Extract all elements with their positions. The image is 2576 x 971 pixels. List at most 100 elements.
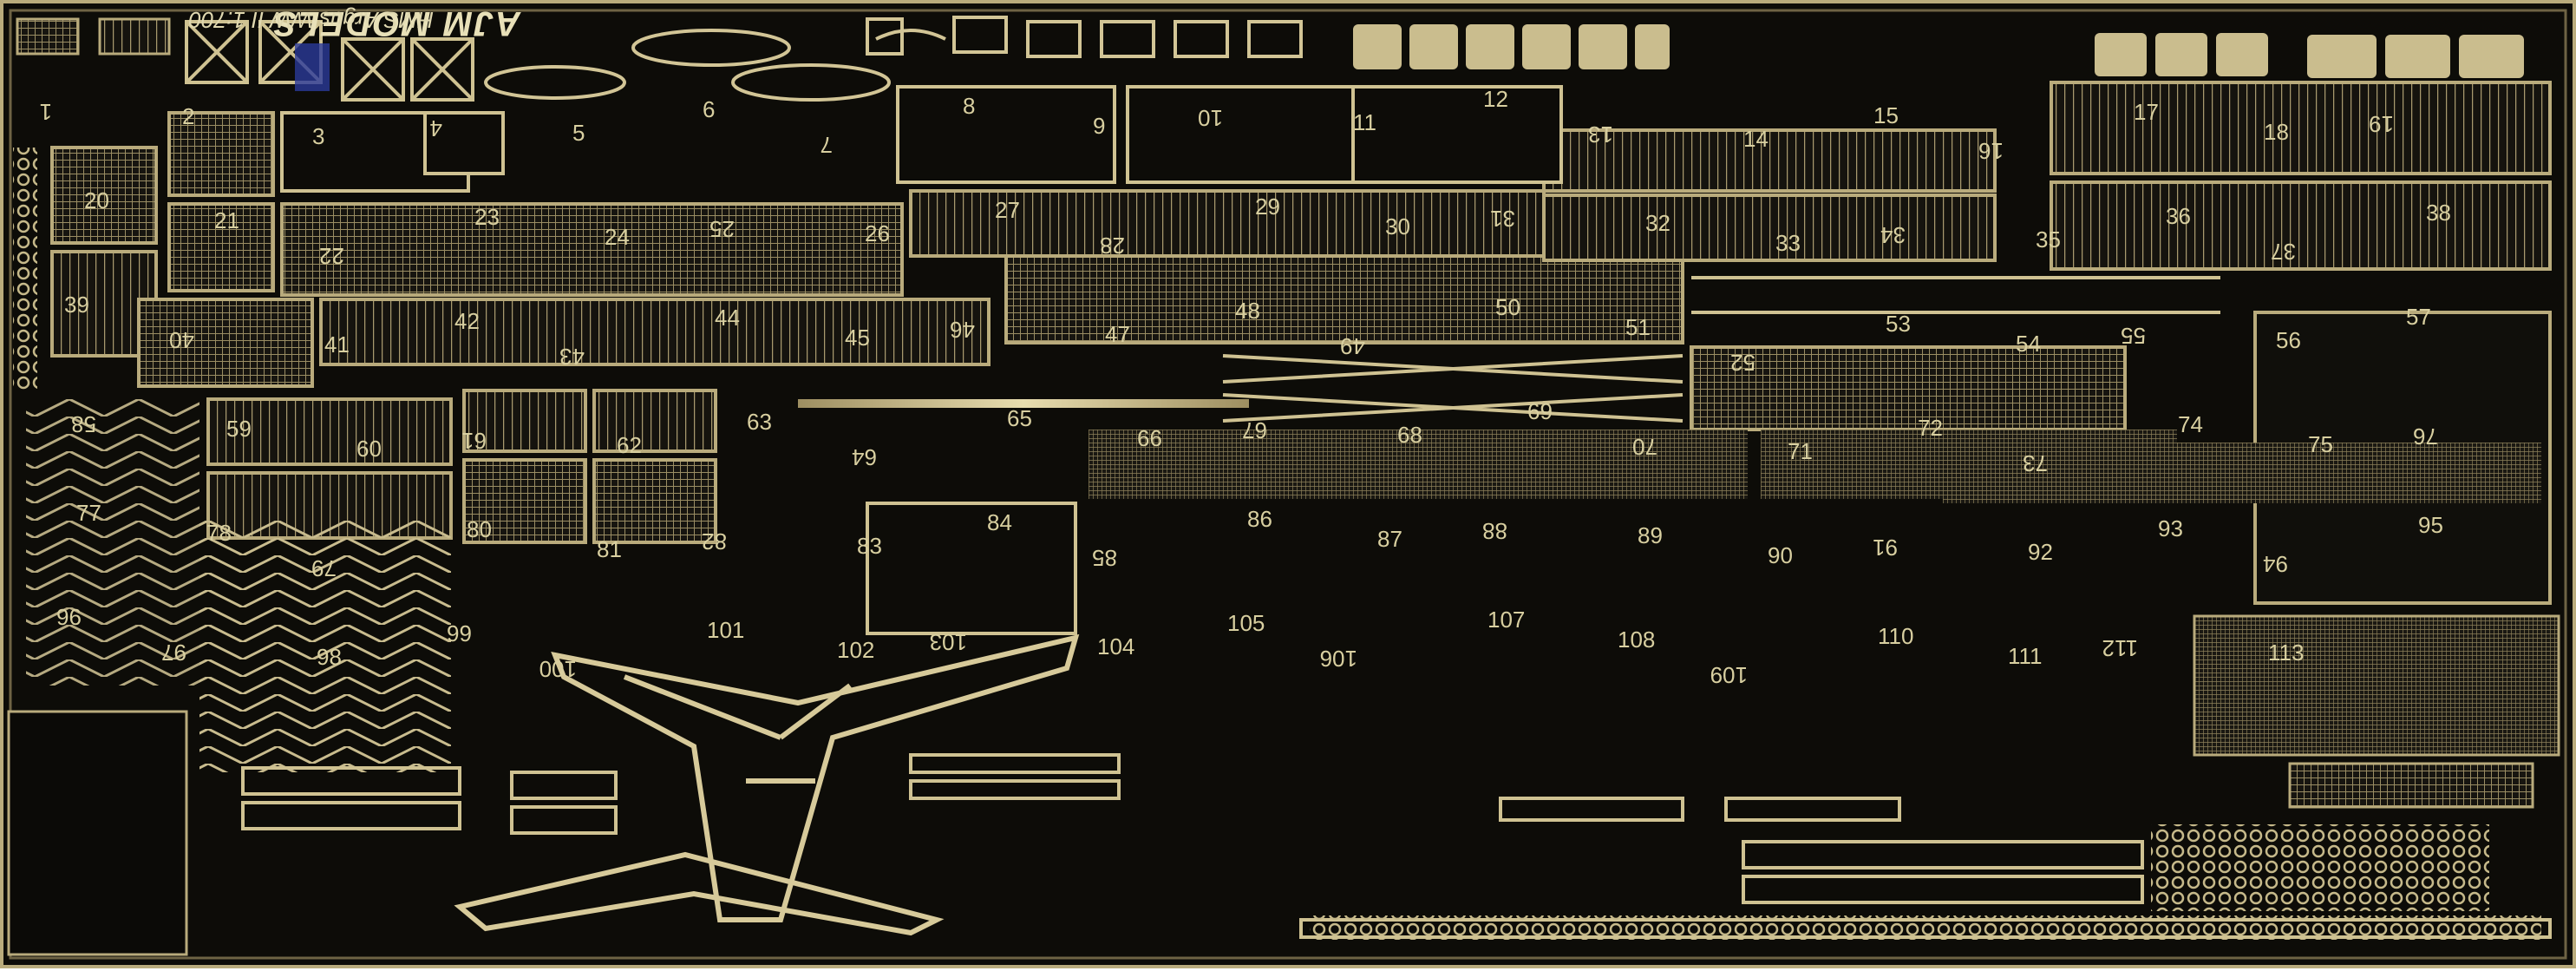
part-number-59: 59 (226, 416, 252, 442)
part-number-113: 113 (2268, 640, 2304, 666)
part-number-89: 89 (1638, 522, 1663, 548)
part-number-44: 44 (715, 305, 740, 331)
crane-frames (26, 399, 199, 686)
part-number-81: 81 (597, 536, 622, 562)
part-number-4: 4 (430, 115, 442, 141)
part-number-18: 18 (2264, 119, 2289, 145)
part-number-42: 42 (454, 308, 480, 334)
part-number-49: 49 (1340, 333, 1365, 359)
subtitle-text: HMS Argus WW II 1:700 (188, 7, 434, 33)
part-number-52: 52 (1730, 350, 1755, 376)
part-number-103: 103 (930, 629, 967, 655)
part-number-14: 14 (1743, 126, 1769, 152)
part-number-21: 21 (214, 207, 239, 233)
part-number-104: 104 (1097, 633, 1134, 659)
top-row-panels (1353, 24, 1670, 69)
part-number-67: 67 (1242, 417, 1267, 443)
part-number-91: 91 (1873, 535, 1898, 561)
part-number-99: 99 (447, 620, 472, 646)
part-number-109: 109 (1710, 662, 1748, 688)
part-number-32: 32 (1645, 210, 1670, 236)
part-number-8: 8 (963, 93, 975, 119)
part-number-82: 82 (702, 528, 727, 554)
part-number-73: 73 (2023, 450, 2048, 476)
part-number-3: 3 (312, 123, 324, 149)
zigzag-ladders (199, 521, 451, 772)
part-number-7: 7 (821, 132, 833, 158)
part-number-83: 83 (857, 533, 882, 559)
part-number-96: 96 (56, 604, 82, 630)
part-number-100: 100 (539, 656, 577, 682)
part-number-54: 54 (2016, 331, 2041, 357)
part-number-101: 101 (707, 617, 744, 643)
part-number-90: 90 (1768, 542, 1793, 568)
part-number-94: 94 (2263, 551, 2288, 577)
part-number-74: 74 (2178, 411, 2203, 437)
crane-x-frame (454, 633, 1080, 936)
part-number-76: 76 (2413, 423, 2438, 449)
part-number-61: 61 (461, 428, 487, 454)
chain-rows (2151, 824, 2489, 911)
part-number-53: 53 (1886, 311, 1911, 337)
side-chain (13, 148, 37, 390)
part-number-86: 86 (1247, 506, 1272, 532)
part-number-72: 72 (1918, 415, 1943, 441)
part-number-51: 51 (1625, 314, 1651, 340)
part-number-2: 2 (182, 103, 194, 129)
part-number-6: 6 (703, 96, 715, 122)
part-number-56: 56 (2276, 327, 2301, 353)
part-number-27: 27 (995, 197, 1020, 223)
part-number-30: 30 (1385, 213, 1410, 239)
part-number-68: 68 (1397, 422, 1422, 448)
part-number-48: 48 (1235, 298, 1260, 324)
brand-text: AJM MODELS (271, 4, 521, 43)
part-number-85: 85 (1092, 545, 1117, 571)
part-number-66: 66 (1137, 425, 1162, 451)
part-number-95: 95 (2418, 512, 2443, 538)
part-number-107: 107 (1487, 607, 1525, 633)
part-number-29: 29 (1255, 194, 1280, 220)
part-number-46: 46 (950, 317, 975, 343)
top-brackets (866, 16, 1303, 58)
part-number-47: 47 (1105, 321, 1130, 347)
part-number-50: 50 (1495, 294, 1520, 320)
part-number-5: 5 (572, 120, 585, 146)
top-right-panels (2095, 33, 2524, 78)
part-number-15: 15 (1873, 102, 1899, 128)
header-parts (16, 17, 474, 102)
part-number-77: 77 (76, 500, 101, 526)
part-number-108: 108 (1618, 627, 1655, 653)
part-number-35: 35 (2036, 226, 2061, 253)
part-number-55: 55 (2121, 323, 2146, 349)
part-number-93: 93 (2158, 515, 2183, 541)
part-number-24: 24 (605, 224, 630, 250)
part-number-97: 97 (161, 640, 186, 666)
part-number-22: 22 (319, 243, 344, 269)
part-number-36: 36 (2166, 203, 2191, 229)
part-number-92: 92 (2028, 539, 2053, 565)
part-number-34: 34 (1880, 222, 1906, 248)
part-number-78: 78 (206, 520, 232, 546)
part-number-87: 87 (1377, 526, 1402, 552)
part-number-10: 10 (1198, 105, 1223, 131)
part-number-71: 71 (1788, 438, 1813, 464)
part-number-60: 60 (356, 436, 382, 462)
part-number-62: 62 (617, 432, 642, 458)
part-number-58: 58 (71, 411, 96, 437)
part-number-110: 110 (1878, 623, 1913, 649)
part-number-69: 69 (1527, 398, 1553, 424)
part-number-112: 112 (2102, 635, 2138, 661)
part-number-64: 64 (852, 444, 877, 470)
part-number-9: 9 (1093, 113, 1105, 139)
lower-right-grid (2193, 614, 2560, 809)
part-number-45: 45 (845, 325, 870, 351)
part-number-37: 37 (2271, 239, 2296, 265)
part-number-75: 75 (2308, 431, 2333, 457)
part-number-19: 19 (2369, 111, 2394, 137)
part-number-40: 40 (169, 327, 194, 353)
part-number-16: 16 (1978, 138, 2004, 164)
bottom-chain (1310, 915, 2541, 940)
